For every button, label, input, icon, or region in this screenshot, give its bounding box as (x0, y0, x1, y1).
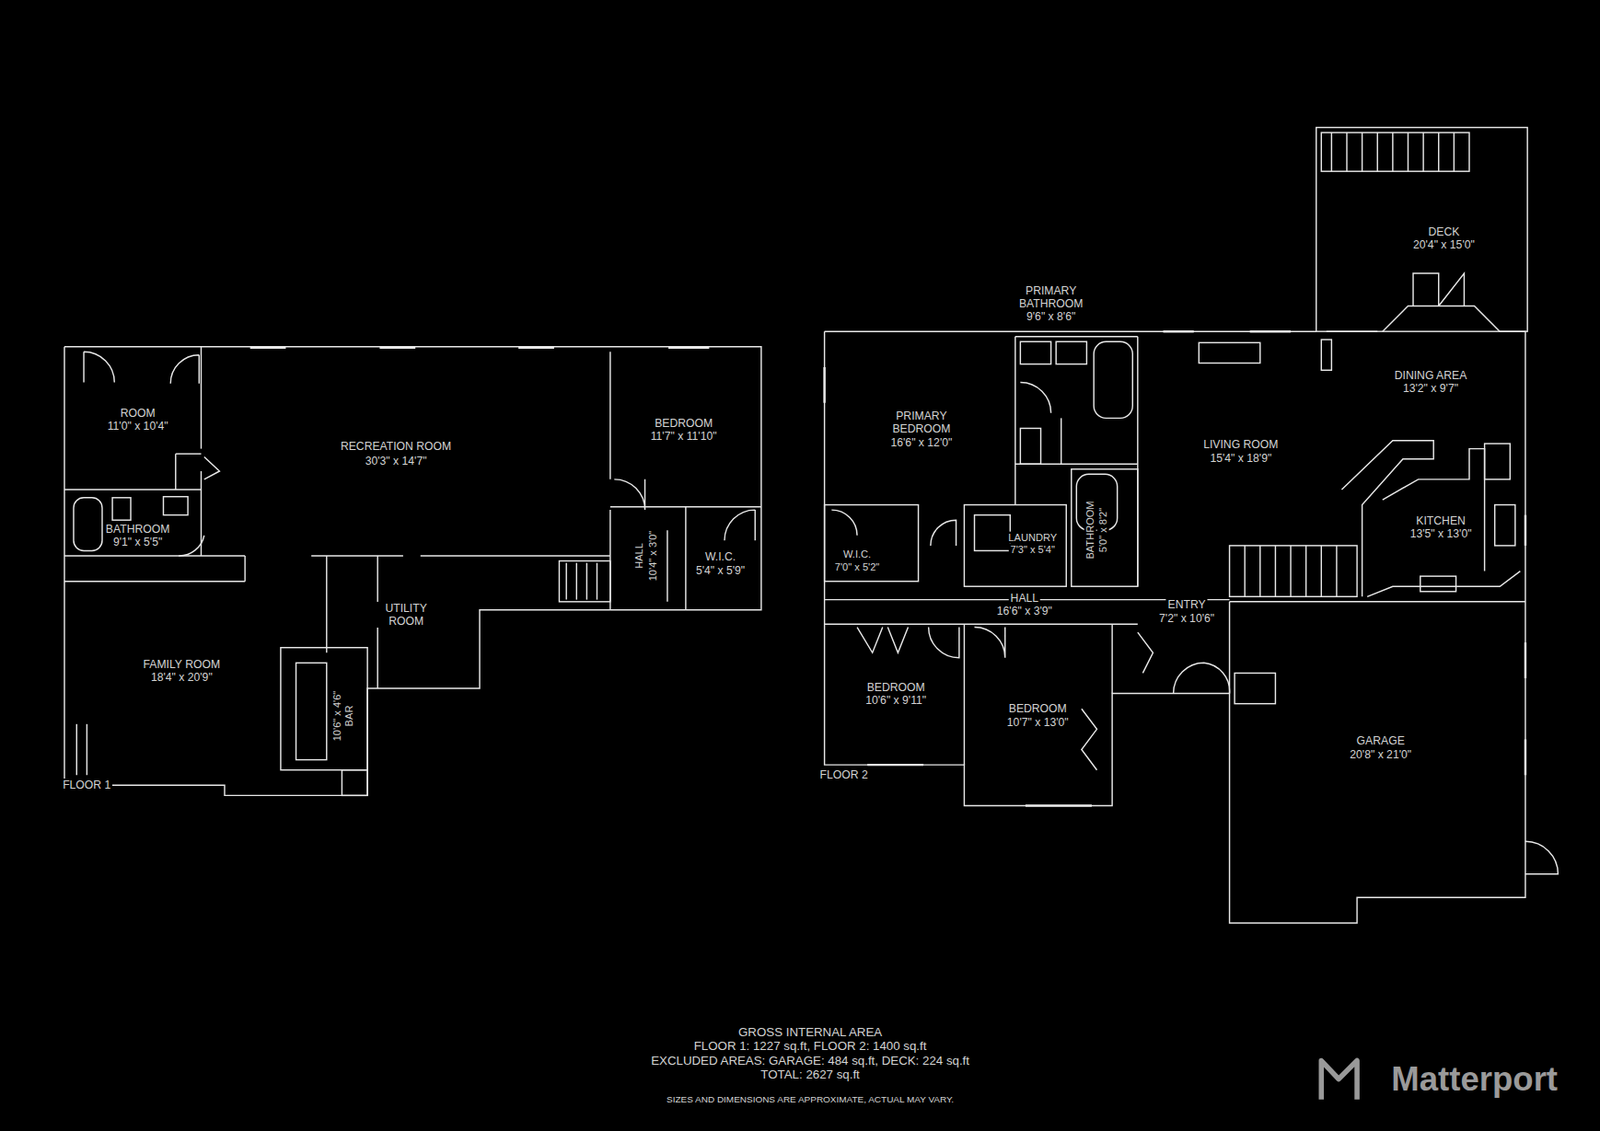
room-label: W.I.C. (841, 547, 873, 560)
area-note: TOTAL: 2627 sq.ft (758, 1068, 861, 1083)
room-label: BEDROOM (1007, 702, 1069, 716)
room-label: 20'8" x 21'0" (1347, 748, 1414, 762)
room-label: 10'7" x 13'0" (1005, 716, 1071, 730)
room-label: 11'7" x 11'10" (649, 429, 719, 443)
room-label: PRIMARY BATHROOM (1010, 284, 1091, 311)
room-label: 7'0" x 5'2" (833, 561, 882, 574)
room-label: DECK (1426, 225, 1461, 239)
room-label: ROOM (118, 406, 158, 420)
room-label: BEDROOM (865, 681, 928, 695)
room-label: 5'0" x 8'2" (1097, 506, 1110, 555)
room-label: 20'4" x 15'0" (1411, 238, 1477, 252)
room-label: BATHROOM (1083, 499, 1096, 562)
room-label: 16'6" x 3'9" (995, 604, 1055, 618)
room-label: BAR (343, 704, 356, 730)
room-label: PRIMARY BEDROOM (879, 409, 965, 436)
area-title: GROSS INTERNAL AREA (736, 1025, 884, 1040)
area-note: EXCLUDED AREAS: GARAGE: 484 sq.ft, DECK:… (649, 1054, 972, 1068)
room-label: 9'1" x 5'5" (111, 535, 164, 549)
room-label: 10'6" x 9'11" (863, 694, 928, 708)
room-label: FAMILY ROOM (141, 658, 223, 672)
room-label: HALL (1008, 591, 1042, 605)
room-label: 11'0" x 10'4" (105, 419, 171, 433)
room-label: 9'6" x 8'6" (1024, 310, 1078, 324)
area-note: SIZES AND DIMENSIONS ARE APPROXIMATE, AC… (664, 1094, 956, 1105)
room-label: LAUNDRY (1006, 532, 1059, 545)
room-label: GARAGE (1355, 734, 1407, 748)
room-label: 16'6" x 12'0" (888, 436, 954, 450)
floor-1-walls (64, 347, 762, 797)
area-note: FLOOR 1: 1227 sq.ft, FLOOR 2: 1400 sq.ft (692, 1040, 929, 1055)
room-label: BATHROOM (104, 522, 173, 536)
room-label: KITCHEN (1414, 514, 1468, 528)
room-label: 13'2" x 9'7" (1401, 382, 1461, 395)
room-label: 10'6" x 4'6" (330, 689, 343, 744)
room-label: HALL (632, 541, 645, 571)
room-label: DINING AREA (1392, 369, 1470, 383)
room-label: ENTRY (1166, 598, 1208, 612)
room-label: UTILITY ROOM (376, 602, 437, 628)
room-label: W.I.C. (703, 550, 738, 564)
room-label: 15'4" x 18'9" (1207, 452, 1274, 465)
room-label: 7'2" x 10'6" (1157, 612, 1217, 626)
room-label: 18'4" x 20'9" (149, 671, 215, 685)
floor-2-walls (824, 127, 1559, 924)
room-label: RECREATION ROOM (338, 440, 453, 453)
matterport-logo-icon (1321, 1061, 1357, 1101)
room-label: 30'3" x 14'7" (363, 454, 429, 468)
brand-name: Matterport (1389, 1060, 1560, 1100)
room-label: FLOOR 1 (60, 778, 113, 792)
room-label: 13'5" x 13'0" (1408, 527, 1474, 541)
room-label: FLOOR 2 (818, 768, 870, 782)
room-label: 10'4" x 3'0" (647, 529, 660, 584)
room-label: 7'3" x 5'4" (1008, 544, 1057, 557)
room-label: BEDROOM (652, 417, 715, 430)
room-label: LIVING ROOM (1201, 438, 1280, 452)
room-label: 5'4" x 5'9" (694, 564, 747, 578)
